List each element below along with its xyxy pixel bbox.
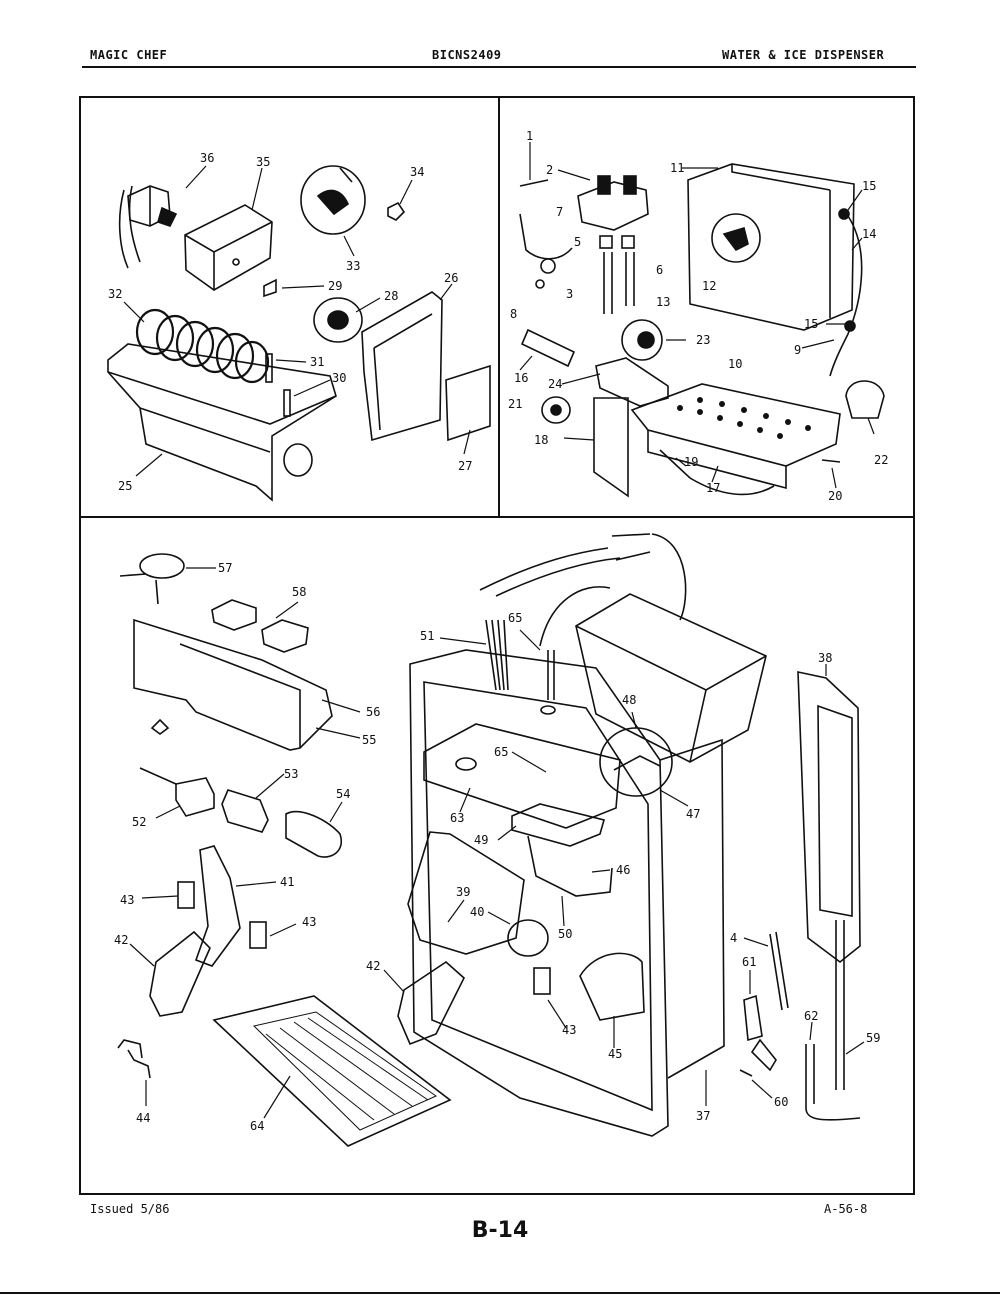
callout-43c: 43 [562, 1023, 576, 1037]
callout-65b: 65 [494, 745, 508, 759]
callout-13: 13 [656, 295, 670, 309]
callout-16: 16 [514, 371, 528, 385]
callout-8: 8 [510, 307, 517, 321]
callout-10: 10 [728, 357, 742, 371]
callout-59: 59 [866, 1031, 880, 1045]
callout-60: 60 [774, 1095, 788, 1109]
callout-25: 25 [118, 479, 132, 493]
footer-rule [0, 1292, 1000, 1294]
callout-29: 29 [328, 279, 342, 293]
callouts-bottom: 4 37 38 39 40 41 42 42 43 43 43 44 45 46… [114, 561, 880, 1133]
callout-61: 61 [742, 955, 756, 969]
callout-39: 39 [456, 885, 470, 899]
callout-62: 62 [804, 1009, 818, 1023]
callout-19: 19 [684, 455, 698, 469]
callout-35: 35 [256, 155, 270, 169]
callout-42b: 42 [366, 959, 380, 973]
callout-48: 48 [622, 693, 636, 707]
callout-43b: 43 [302, 915, 316, 929]
callout-37: 37 [696, 1109, 710, 1123]
callout-15b: 15 [804, 317, 818, 331]
callout-12: 12 [702, 279, 716, 293]
header-model: BICNS2409 [432, 48, 502, 62]
panel-frames [79, 96, 915, 1195]
header-brand: MAGIC CHEF [90, 48, 168, 62]
callout-32: 32 [108, 287, 122, 301]
callout-15a: 15 [862, 179, 876, 193]
callout-21: 21 [508, 397, 522, 411]
callout-20: 20 [828, 489, 842, 503]
callout-55: 55 [362, 733, 376, 747]
dispenser-assembly-drawing [117, 533, 861, 1147]
callout-22: 22 [874, 453, 888, 467]
callout-4: 4 [730, 931, 737, 945]
callout-18: 18 [534, 433, 548, 447]
callout-14: 14 [862, 227, 876, 241]
callout-28: 28 [384, 289, 398, 303]
callout-7: 7 [556, 205, 563, 219]
callouts-top-left: 25 26 27 28 29 30 31 32 33 34 35 36 [108, 151, 472, 493]
callout-2: 2 [546, 163, 553, 177]
callout-33: 33 [346, 259, 360, 273]
header-section: WATER & ICE DISPENSER [722, 48, 885, 62]
callout-38: 38 [818, 651, 832, 665]
footer-ref: A-56-8 [824, 1202, 868, 1216]
callout-65a: 65 [508, 611, 522, 625]
leader-lines [123, 142, 875, 1119]
callout-6: 6 [656, 263, 663, 277]
callout-36: 36 [200, 151, 214, 165]
callout-57: 57 [218, 561, 232, 575]
callout-30: 30 [332, 371, 346, 385]
callout-17: 17 [706, 481, 720, 495]
callout-31: 31 [310, 355, 324, 369]
callout-63: 63 [450, 811, 464, 825]
callout-42a: 42 [114, 933, 128, 947]
callout-44: 44 [136, 1111, 150, 1125]
callout-51: 51 [420, 629, 434, 643]
callout-40: 40 [470, 905, 484, 919]
callout-34: 34 [410, 165, 424, 179]
callouts-top-right: 1 2 3 5 6 7 8 9 10 11 12 13 14 15 15 16 … [508, 129, 888, 503]
callout-58: 58 [292, 585, 306, 599]
callout-27: 27 [458, 459, 472, 473]
callout-45: 45 [608, 1047, 622, 1061]
callout-24: 24 [548, 377, 562, 391]
footer-issued: Issued 5/86 [90, 1202, 170, 1216]
callout-64: 64 [250, 1119, 264, 1133]
callout-3: 3 [566, 287, 573, 301]
callout-41: 41 [280, 875, 294, 889]
callout-1: 1 [526, 129, 533, 143]
callout-11: 11 [670, 161, 684, 175]
callout-50: 50 [558, 927, 572, 941]
ice-maker-assembly-drawing [107, 165, 491, 502]
callout-52: 52 [132, 815, 146, 829]
callout-53: 53 [284, 767, 298, 781]
water-valve-ice-maker-drawing [519, 163, 885, 498]
callout-26: 26 [444, 271, 458, 285]
page-number: B-14 [471, 1218, 529, 1243]
callout-54: 54 [336, 787, 350, 801]
callout-47: 47 [686, 807, 700, 821]
callout-23: 23 [696, 333, 710, 347]
callout-43a: 43 [120, 893, 134, 907]
callout-46: 46 [616, 863, 630, 877]
callout-5: 5 [574, 235, 581, 249]
callout-56: 56 [366, 705, 380, 719]
callout-49: 49 [474, 833, 488, 847]
header-rule [82, 66, 916, 68]
callout-9: 9 [794, 343, 801, 357]
